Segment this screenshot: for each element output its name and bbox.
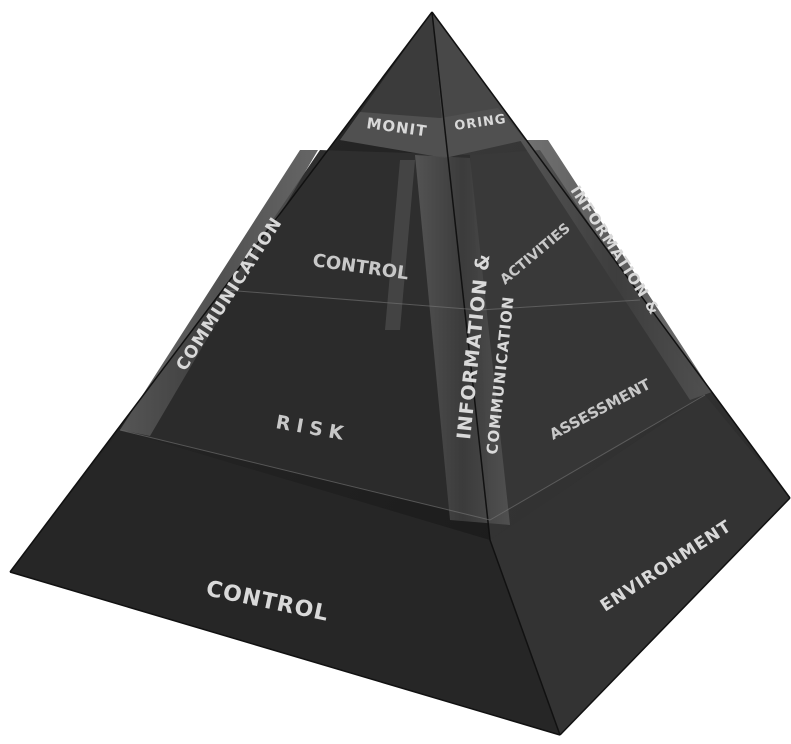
coso-pyramid-diagram: MONIT ORING COMMUNICATION CONTROL ACTIVI… bbox=[0, 0, 791, 740]
pyramid-svg: MONIT ORING COMMUNICATION CONTROL ACTIVI… bbox=[0, 0, 791, 740]
